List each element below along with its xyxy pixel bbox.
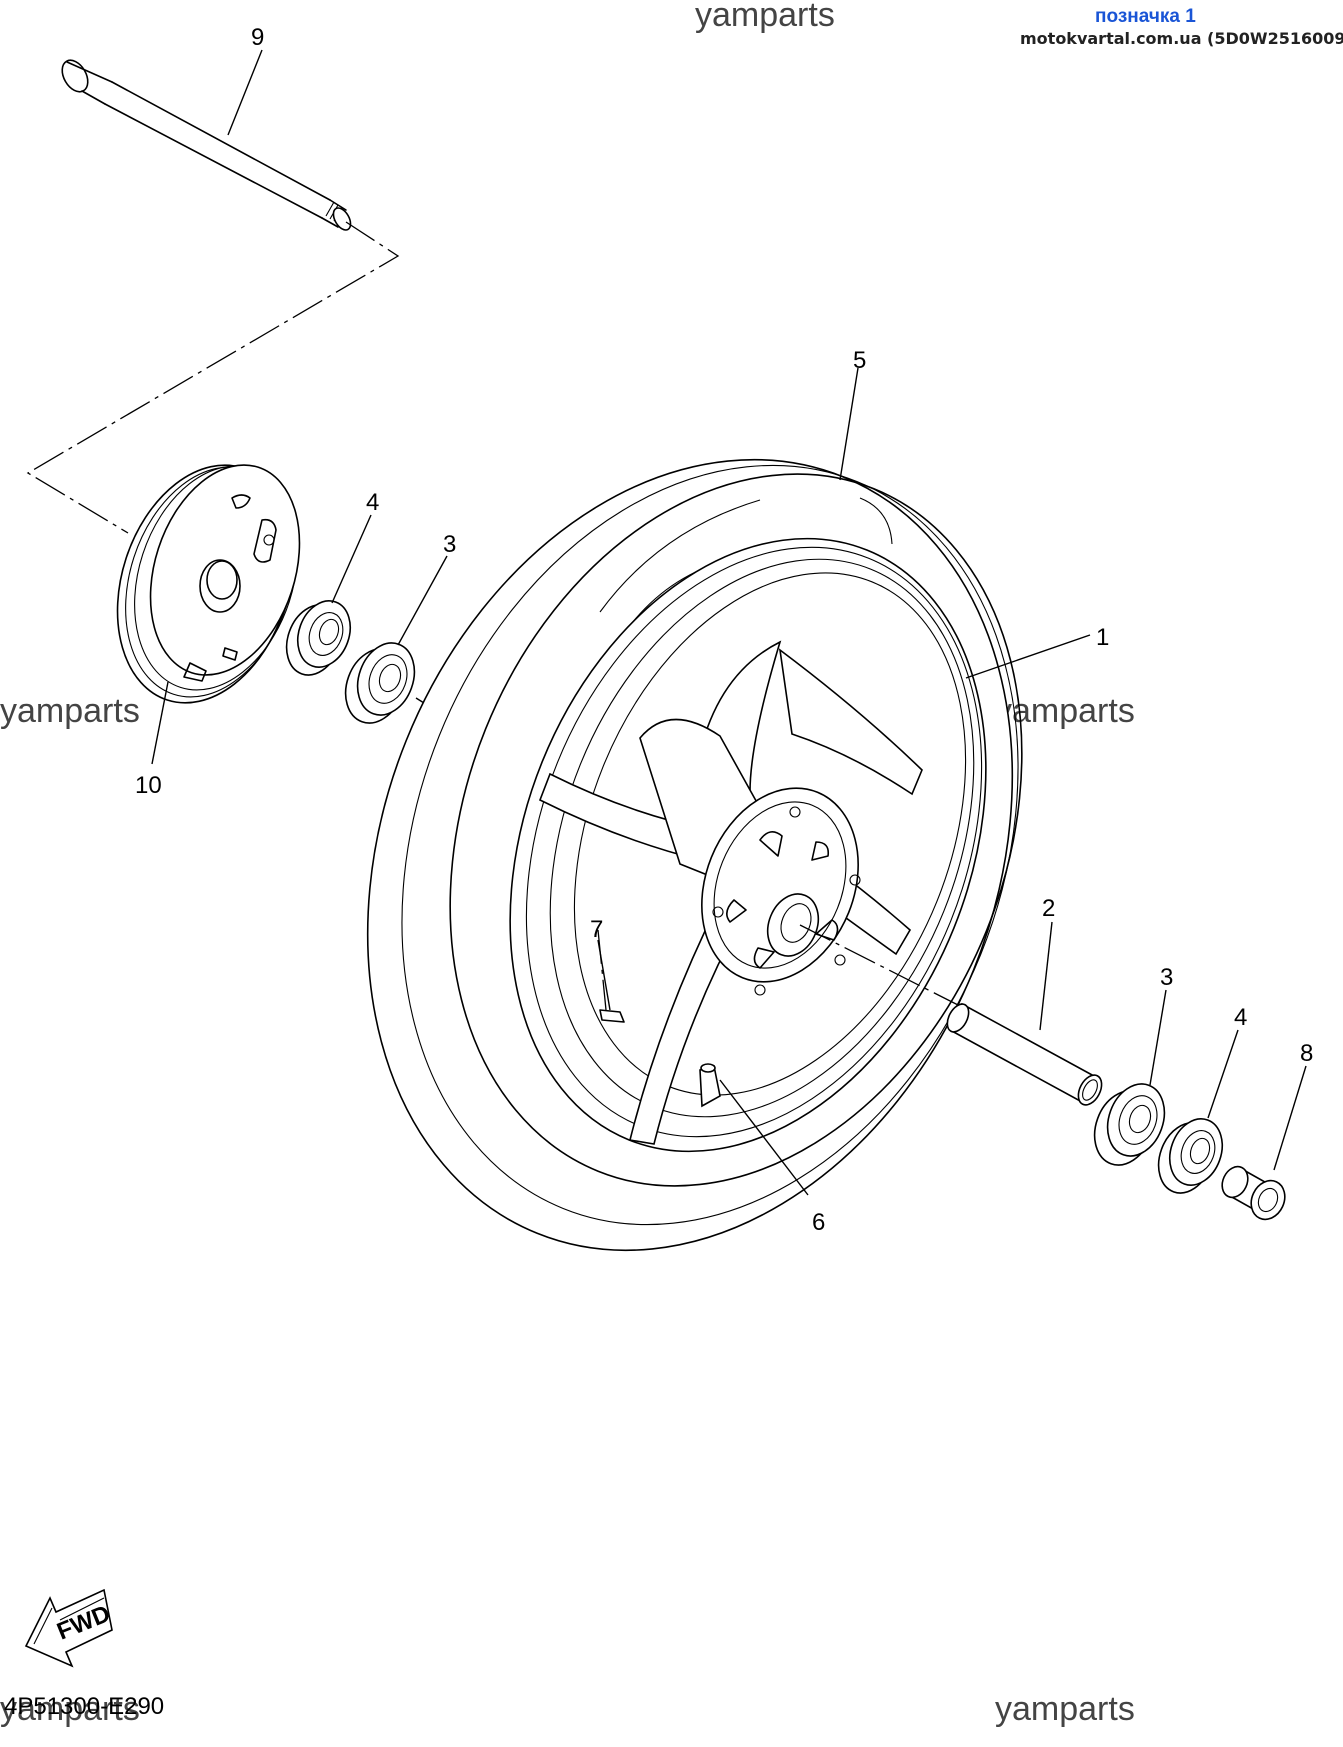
part-wheel bbox=[509, 537, 987, 1153]
fwd-arrow-icon: FWD bbox=[24, 1588, 114, 1668]
callout-4a: 4 bbox=[366, 489, 379, 516]
part-collar bbox=[1221, 1165, 1286, 1221]
leader-6 bbox=[719, 1079, 809, 1196]
watermark-left: yamparts bbox=[0, 692, 140, 730]
part-axle bbox=[61, 59, 352, 231]
part-spacer bbox=[946, 1002, 1103, 1106]
part-hub-cover bbox=[116, 464, 301, 704]
callout-8: 8 bbox=[1300, 1040, 1313, 1067]
callout-2: 2 bbox=[1042, 895, 1055, 922]
header-label-blue: позначка 1 bbox=[1095, 6, 1196, 27]
leader-9 bbox=[227, 49, 263, 136]
part-bearing-left bbox=[344, 642, 416, 724]
centerline-axle bbox=[26, 221, 400, 534]
callout-3b: 3 bbox=[1160, 964, 1173, 991]
header-label-site: motokvartal.com.ua (5D0W25160098) bbox=[1020, 29, 1343, 48]
callout-9: 9 bbox=[251, 24, 264, 51]
leader-4a bbox=[331, 514, 372, 604]
callout-4b: 4 bbox=[1234, 1004, 1247, 1031]
centerline-valve bbox=[597, 929, 607, 1011]
leader-4b bbox=[1207, 1029, 1239, 1119]
leader-5 bbox=[839, 367, 859, 481]
callout-7: 7 bbox=[590, 916, 603, 943]
callout-1: 1 bbox=[1096, 624, 1109, 651]
leader-10 bbox=[151, 681, 169, 765]
leader-3a bbox=[397, 555, 448, 646]
watermark-bottom-left: yamparts bbox=[0, 1690, 140, 1728]
centerline-hub bbox=[799, 924, 961, 1007]
callout-6: 6 bbox=[812, 1209, 825, 1236]
diagram-code: 4P51300-E290 bbox=[4, 1693, 164, 1720]
leader-8 bbox=[1273, 1065, 1307, 1171]
leader-7 bbox=[597, 939, 611, 1011]
callout-5: 5 bbox=[853, 347, 866, 374]
leader-2 bbox=[1039, 921, 1053, 1031]
part-bearing-right bbox=[1093, 1083, 1166, 1166]
callout-10: 10 bbox=[135, 772, 162, 799]
leader-3b bbox=[1149, 989, 1167, 1086]
part-oil-seal-right bbox=[1157, 1118, 1224, 1194]
part-oil-seal-left bbox=[285, 600, 352, 676]
watermark-bottom-right: yamparts bbox=[995, 1690, 1135, 1728]
leader-1 bbox=[965, 634, 1091, 679]
watermark-top: yamparts bbox=[695, 0, 835, 34]
callout-3a: 3 bbox=[443, 531, 456, 558]
